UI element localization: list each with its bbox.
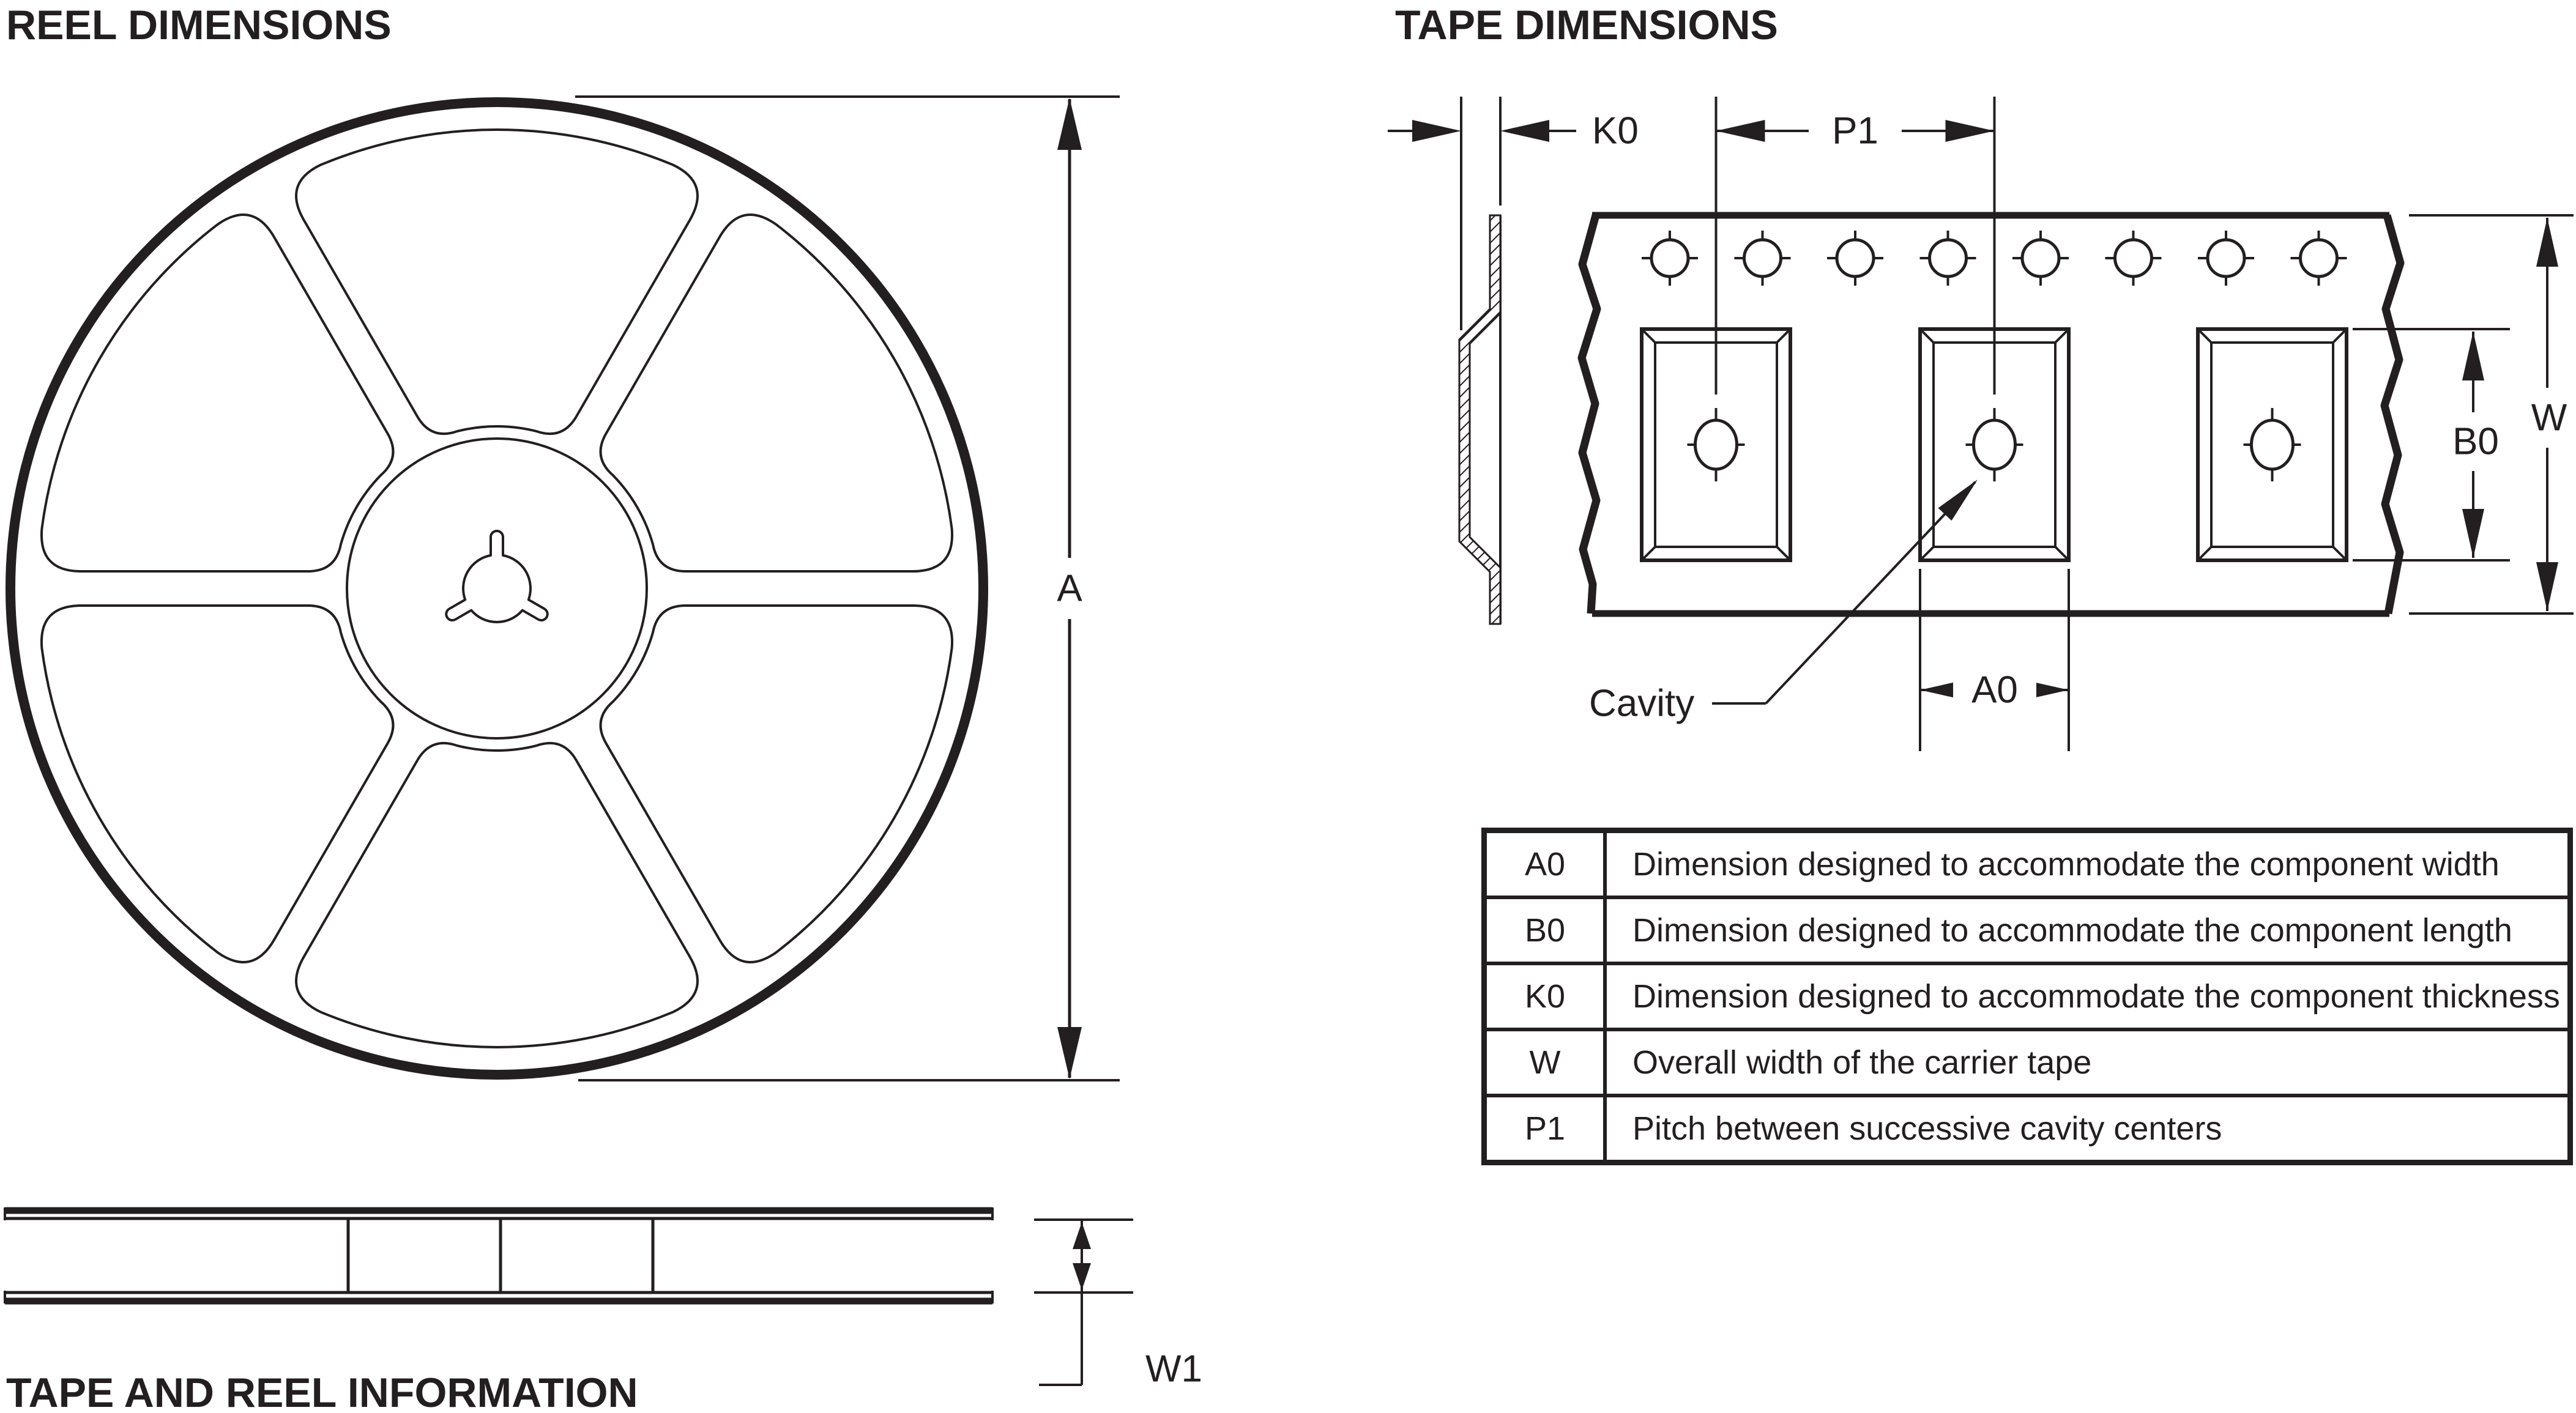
tape-dimension-table: A0 Dimension designed to accommodate the… [1481,828,2573,1165]
dim-label-tape-width-w: W [2531,397,2567,439]
table-row: A0 Dimension designed to accommodate the… [1487,833,2567,896]
table-row: K0 Dimension designed to accommodate the… [1487,962,2567,1028]
cavity-callout-label: Cavity [1589,683,1694,725]
table-row: P1 Pitch between successive cavity cente… [1487,1094,2567,1160]
table-symbol-cell: W [1487,1031,1607,1094]
tape-dimensions-title: TAPE DIMENSIONS [1395,2,1778,48]
reel-front-view [6,97,988,1080]
label-mask-a0 [1953,661,2036,719]
dim-label-cavity-length-b0: B0 [2452,421,2499,463]
dim-label-reel-width-w1: W1 [1145,1348,1202,1390]
tape-front-view [1577,212,2405,617]
table-description-cell: Dimension designed to accommodate the co… [1632,912,2512,949]
table-description-cell: Dimension designed to accommodate the co… [1632,846,2500,883]
dim-label-reel-diameter-a: A [1057,568,1082,610]
table-symbol-cell: A0 [1487,833,1607,896]
table-row: W Overall width of the carrier tape [1487,1028,2567,1094]
table-description-cell: Pitch between successive cavity centers [1632,1110,2222,1147]
reel-dimensions-title: REEL DIMENSIONS [6,2,392,48]
dim-label-tape-thickness-k0: K0 [1592,110,1639,152]
label-mask-p1 [1809,102,1902,160]
label-mask-b0 [2434,412,2515,471]
tape-and-reel-information-title: TAPE AND REEL INFORMATION [6,1370,638,1413]
table-symbol-cell: K0 [1487,965,1607,1028]
table-row: B0 Dimension designed to accommodate the… [1487,896,2567,962]
table-symbol-cell: P1 [1487,1097,1607,1160]
label-mask-w [2517,388,2576,448]
table-symbol-cell: B0 [1487,899,1607,962]
label-mask-a [1040,558,1099,619]
dim-label-cavity-width-a0: A0 [1971,669,2018,711]
tape-side-profile [1458,214,1502,625]
dim-label-pitch-p1: P1 [1832,110,1878,152]
table-description-cell: Dimension designed to accommodate the co… [1632,978,2560,1015]
reel-side-view [4,1207,1133,1386]
table-description-cell: Overall width of the carrier tape [1632,1044,2092,1081]
